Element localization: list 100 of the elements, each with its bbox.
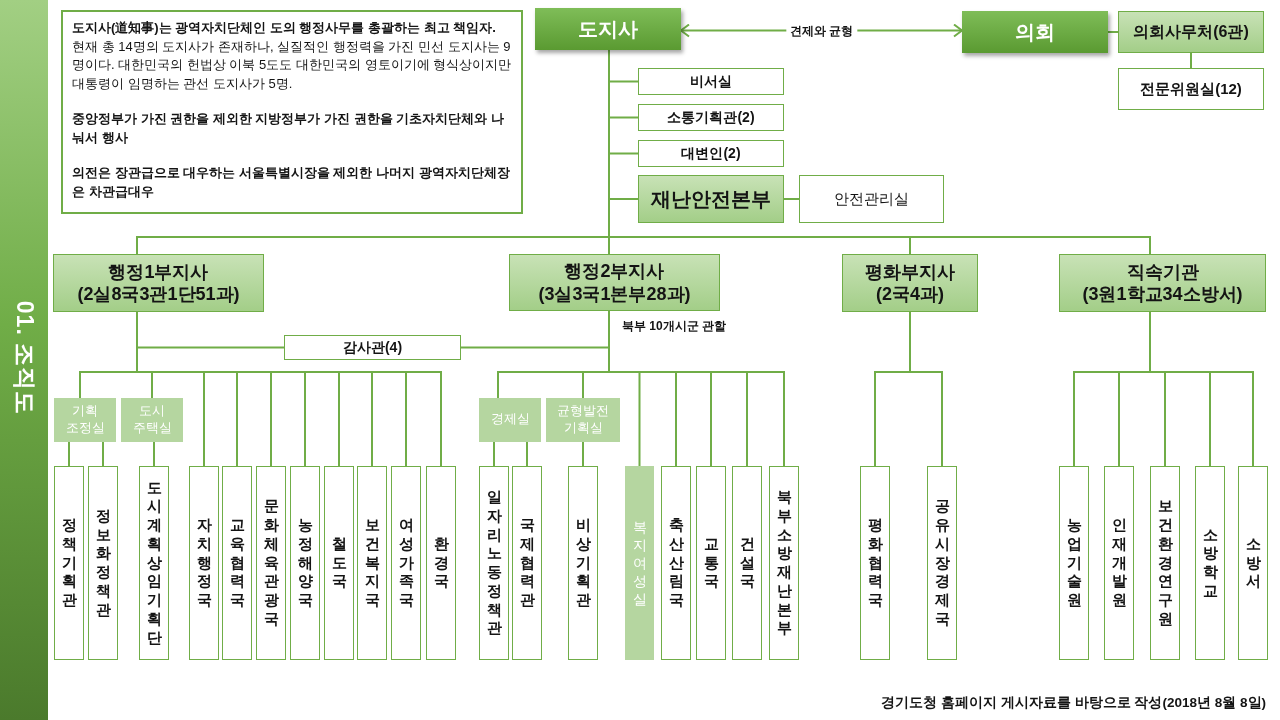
org-subtitle: (2실8국3관1단51과) xyxy=(77,283,240,306)
office-box xyxy=(546,398,620,442)
org-box xyxy=(799,175,944,223)
connector-line xyxy=(153,441,155,467)
department-label: 자치행정국 xyxy=(196,516,212,610)
connector-line xyxy=(526,441,528,467)
department-box xyxy=(88,466,118,660)
office-label: 균형발전 기획실 xyxy=(556,402,610,437)
department-box xyxy=(512,466,542,660)
department-label: 농업기술원 xyxy=(1066,516,1082,610)
org-label: 비서실 xyxy=(690,72,732,91)
org-label: 대변인(2) xyxy=(681,144,741,163)
connector-line xyxy=(68,441,70,467)
department-box xyxy=(661,466,691,660)
department-box xyxy=(357,466,387,660)
connector-line xyxy=(102,441,104,467)
department-box xyxy=(426,466,456,660)
department-box xyxy=(732,466,762,660)
office-label: 도시 주택실 xyxy=(131,402,173,437)
connector-line xyxy=(1149,311,1254,467)
department-label: 평화협력국 xyxy=(867,516,883,610)
department-label: 보건환경연구원 xyxy=(1157,497,1173,629)
department-label: 일자리노동정책관 xyxy=(486,488,502,638)
note-paragraph: 중앙정부가 가진 권한을 제외한 지방정부가 가진 권한을 기초자치단체와 나눠서 행사 xyxy=(72,110,505,147)
department-label: 여성가족국 xyxy=(398,516,414,610)
org-subtitle: (3원1학교34소방서) xyxy=(1082,283,1243,306)
connector-line xyxy=(1190,52,1192,69)
department-box xyxy=(290,466,320,660)
org-label: 전문위원실(12) xyxy=(1140,79,1242,99)
org-subtitle: (3실3국1본부28과) xyxy=(538,282,691,305)
org-label: 행정2부지사 xyxy=(564,260,665,283)
connector-line xyxy=(582,441,584,467)
org-box xyxy=(638,175,784,223)
org-box xyxy=(638,68,784,95)
org-box xyxy=(53,254,264,312)
org-label: 평화부지사 xyxy=(865,260,955,283)
department-label: 소방서 xyxy=(1245,534,1261,592)
org-label: 안전관리실 xyxy=(834,189,909,209)
department-box xyxy=(1195,466,1225,660)
department-label: 정책기획관 xyxy=(61,516,77,610)
note-paragraph: 의전은 장관급으로 대우하는 서울특별시장을 제외한 나머지 광역자치단체장은 차관급대우 xyxy=(72,164,511,201)
department-label: 보건복지국 xyxy=(364,516,380,610)
org-label: 의회 xyxy=(1015,19,1055,45)
edge-label: 견제와 균형 xyxy=(785,22,858,39)
note-box xyxy=(61,10,523,214)
department-label: 철도국 xyxy=(331,534,347,592)
department-box xyxy=(1059,466,1089,660)
department-label: 비상기획관 xyxy=(575,516,591,610)
department-label: 문화체육관광국 xyxy=(263,497,279,629)
department-box xyxy=(1104,466,1134,660)
department-box xyxy=(696,466,726,660)
note-paragraph: 도지사(道知事)는 광역자치단체인 도의 행정사무를 총괄하는 최고 책임자. 현재 총 14명의 도지사가 존재하나, 실질적인 행정력을 가진 민선 도지사는 9명이다. 대한민국의 헌법상 이북 5도도 대한민국의 영토이기에 형식상이지만 대통령이 임명하는 관선 도지사가 5명. xyxy=(72,19,512,93)
org-box xyxy=(509,254,720,311)
connector-line xyxy=(783,198,800,200)
department-box xyxy=(391,466,421,660)
org-box xyxy=(962,11,1108,53)
org-label: 감사관(4) xyxy=(342,338,403,357)
department-box xyxy=(139,466,169,660)
department-box xyxy=(1150,466,1180,660)
department-label: 복지여성실 xyxy=(632,517,647,609)
org-subtitle: (2국4과) xyxy=(876,283,944,306)
department-box xyxy=(324,466,354,660)
org-box xyxy=(535,8,681,50)
org-label: 재난안전본부 xyxy=(651,186,771,212)
department-label: 농정해양국 xyxy=(297,516,313,610)
department-box xyxy=(568,466,598,660)
org-box xyxy=(284,335,461,360)
org-label: 행정1부지사 xyxy=(108,260,209,283)
department-box xyxy=(625,466,654,660)
department-box xyxy=(222,466,252,660)
department-label: 건설국 xyxy=(739,534,755,592)
department-label: 공유시장경제국 xyxy=(934,497,950,629)
department-label: 교통국 xyxy=(703,534,719,592)
department-box xyxy=(256,466,286,660)
side-note: 북부 10개시군 관할 xyxy=(622,318,726,335)
connector-line xyxy=(1107,31,1119,33)
department-box xyxy=(860,466,890,660)
department-label: 정보화정책관 xyxy=(95,506,111,620)
connector-line xyxy=(909,311,943,467)
office-label: 기획 조정실 xyxy=(64,402,106,437)
source-caption: 경기도청 홈페이지 게시자료를 바탕으로 작성(2018년 8월 8일) xyxy=(881,694,1266,712)
org-box xyxy=(842,254,978,312)
department-box xyxy=(189,466,219,660)
office-box xyxy=(479,398,541,442)
department-label: 환경국 xyxy=(433,534,449,592)
office-label: 경제실 xyxy=(489,411,531,429)
connector-line xyxy=(493,441,495,467)
department-label: 소방학교 xyxy=(1202,525,1218,601)
office-box xyxy=(121,398,183,442)
org-box xyxy=(1059,254,1266,312)
department-box xyxy=(54,466,84,660)
org-box xyxy=(638,140,784,167)
department-label: 교육협력국 xyxy=(229,516,245,610)
org-box xyxy=(1118,11,1264,53)
department-label: 인재개발원 xyxy=(1111,516,1127,610)
org-box xyxy=(1118,68,1264,110)
department-box xyxy=(479,466,509,660)
department-label: 북부소방재난본부 xyxy=(776,488,792,638)
org-label: 직속기관 xyxy=(1126,260,1199,283)
department-label: 축산산림국 xyxy=(668,516,684,610)
